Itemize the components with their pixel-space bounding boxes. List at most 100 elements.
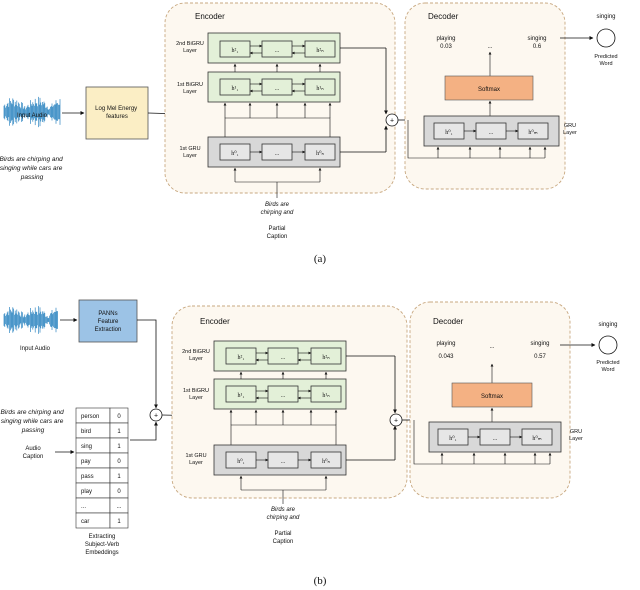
cell-label: h⁰ₘ [532,435,541,442]
cell-label: h²₁ [238,355,245,361]
decoder-title: Decoder [433,317,464,326]
table-row: person 0 [75,407,129,424]
cell-label: h⁰ₙ [316,150,324,157]
subfigure-caption-b: (b) [314,575,327,587]
cell-label: ... [275,48,280,54]
table-row: play 0 [75,482,129,499]
predicted-word-node [598,335,618,355]
output-prob: 0.6 [533,44,542,50]
table-cell: play [81,489,92,495]
output-prob: 0.57 [534,354,546,360]
audio-caption-text: Birds are chirping and singing while car… [0,409,65,434]
cell-label: ... [489,130,494,136]
table-cell: car [81,519,89,525]
table-row: car 1 [75,512,129,529]
output-word: singing [527,36,546,42]
cell-label: h¹ₙ [322,393,330,399]
table-row: sing 1 [75,437,129,454]
panel-a: Input Audio Birds are chirping and singi… [0,2,618,265]
cell-label: ... [493,436,498,442]
table-cell: 0 [117,459,121,465]
plus-symbol: + [394,418,398,425]
output-ellipsis: ... [487,44,492,50]
table-cell: bird [81,429,91,435]
cell-label: ... [275,151,280,157]
softmax-box [451,382,533,408]
cell-label: h²ₙ [322,355,330,361]
cell-label: h¹₁ [232,86,239,92]
table-row: ...... [75,497,129,514]
predicted-word-node [596,28,616,48]
softmax-box [444,75,534,101]
predicted-word-value: singing [596,14,615,20]
cell-label: ... [281,393,286,399]
cell-label: h⁰₁ [237,458,245,465]
table-cell: pay [81,459,91,465]
panns-feature-box [78,299,138,343]
audio-caption-text: Birds are chirping and singing while car… [0,156,65,181]
table-cell: ... [116,504,121,510]
cell-label: ... [281,459,286,465]
cell-label: h²ₙ [316,48,324,54]
cell-label: h⁰₁ [449,435,457,442]
audio-waveform-icon [3,96,61,128]
softmax-label: Softmax [478,87,500,93]
decoder-title: Decoder [428,12,459,21]
table-cell: 0 [117,489,121,495]
cell-label: h¹ₙ [316,86,324,92]
table-cell: person [81,414,99,420]
cell-label: h⁰₁ [231,150,239,157]
table-cell: 1 [117,474,121,480]
cell-label: ... [275,86,280,92]
output-prob: 0.03 [440,44,452,50]
table-cell: 1 [117,519,121,525]
output-word: playing [436,36,455,42]
subfigure-caption-a: (a) [314,253,327,265]
cell-label: h¹₁ [238,393,245,399]
plus-symbol: + [390,118,394,125]
table-cell: 1 [117,444,121,450]
table-cell: pass [81,474,94,480]
table-cell: 0 [117,414,121,420]
output-word: playing [436,341,455,347]
softmax-label: Softmax [481,394,503,400]
table-row: bird 1 [75,422,129,439]
input-audio-label: Input Audio [20,346,51,352]
output-word: singing [530,341,549,347]
cell-label: h²₁ [232,48,239,54]
cell-label: ... [281,355,286,361]
input-audio-label: Input Audio [17,113,48,119]
cell-label: h⁰ₘ [528,129,537,136]
table-row: pay 0 [75,452,129,469]
table-cell: sing [81,444,92,450]
plus-symbol: + [154,413,158,420]
predicted-word-value: singing [598,322,617,328]
cell-label: h⁰₁ [445,129,453,136]
table-cell: 1 [117,429,121,435]
output-ellipsis: ... [489,344,494,350]
cell-label: h⁰ₙ [322,458,330,465]
table-cell: ... [81,504,86,510]
audio-waveform-icon [3,306,58,334]
